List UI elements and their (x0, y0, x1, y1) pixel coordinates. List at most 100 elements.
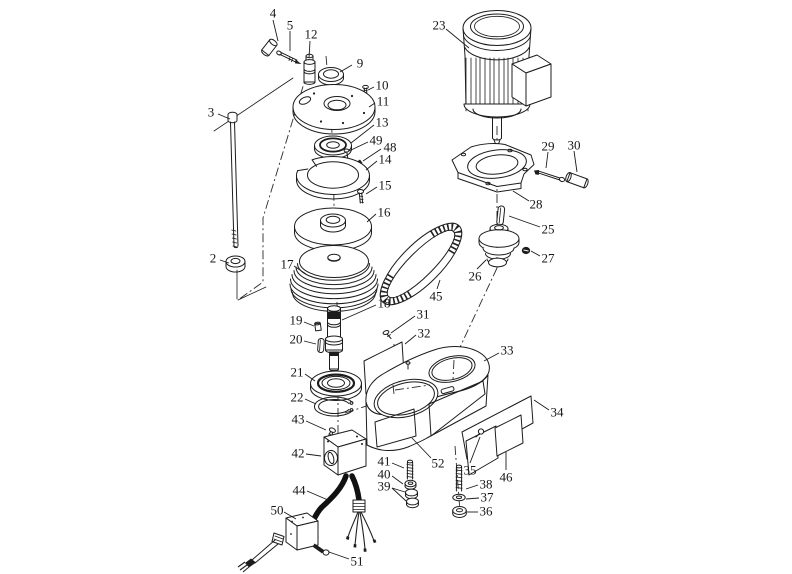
leader-line-10 (368, 87, 374, 90)
part-label-19: 19 (290, 313, 303, 328)
part-18-spindle (326, 306, 343, 377)
part-29-screw (534, 170, 565, 182)
part-39-nuts (406, 489, 419, 508)
part-label-41: 41 (378, 454, 391, 469)
leader-line-2 (220, 260, 229, 263)
part-label-44: 44 (293, 483, 307, 498)
leader-line-31 (391, 316, 415, 333)
part-13-bearing (315, 136, 352, 159)
leader-line-51 (329, 552, 349, 559)
leader-line-45 (437, 280, 440, 289)
part-label-31: 31 (417, 307, 430, 322)
part-4-pin-cap (260, 38, 278, 57)
housing-front-window (375, 409, 416, 447)
part-35-plate (466, 426, 498, 475)
cable-gland (353, 500, 365, 512)
part-label-36: 36 (480, 504, 494, 519)
part-22-snap-ring (314, 397, 352, 416)
part-19-pin (315, 322, 322, 331)
part-15-screw (358, 190, 364, 204)
leader-line-26 (477, 260, 486, 269)
part-label-51: 51 (351, 554, 364, 569)
leader-line-9 (340, 65, 352, 72)
leader-line-4 (273, 20, 278, 41)
part-label-35: 35 (464, 463, 477, 478)
part-label-45: 45 (430, 289, 443, 304)
leader-line-12 (309, 41, 310, 58)
leader-line-11 (369, 103, 375, 107)
part-label-11: 11 (377, 94, 390, 109)
leader-line-21 (305, 374, 315, 381)
leader-line-13 (351, 125, 374, 143)
leader-line-14 (366, 161, 377, 170)
leader-line-48 (363, 149, 381, 161)
leader-line-34 (534, 400, 549, 410)
leader-line-35 (470, 437, 480, 463)
housing-side-window (429, 381, 485, 436)
part-label-37: 37 (481, 490, 495, 505)
part-label-49: 49 (370, 133, 383, 148)
leader-line-49 (349, 142, 368, 151)
part-16-pulley-disc (295, 208, 372, 251)
part-label-26: 26 (469, 269, 483, 284)
part-14-retainer-ring (296, 156, 369, 199)
part-23-motor (463, 11, 551, 146)
leader-line-33 (484, 353, 499, 361)
part-31-screw (383, 330, 391, 339)
leader-line-40 (392, 476, 403, 484)
part-37-washer (453, 494, 465, 500)
part-33-belt-housing (366, 347, 489, 451)
part-25-key (496, 206, 504, 226)
part-label-27: 27 (542, 251, 556, 266)
switch-knob (325, 451, 338, 466)
part-label-5: 5 (287, 18, 294, 33)
part-label-23: 23 (433, 18, 446, 33)
part-label-30: 30 (568, 138, 581, 153)
part-35-screw (476, 429, 484, 437)
part-label-48: 48 (384, 140, 397, 155)
part-label-18: 18 (378, 296, 391, 311)
part-11-cover-disc (293, 85, 375, 135)
leader-line-43 (306, 421, 326, 430)
motor-junction-box (512, 55, 551, 106)
part-9-ring-nut (319, 68, 344, 86)
part-38-stud (456, 465, 462, 491)
part-27-set-screw (521, 246, 531, 255)
plug-fitting (272, 533, 284, 545)
part-label-16: 16 (378, 205, 392, 220)
part-label-34: 34 (551, 405, 565, 420)
part-49-screw (344, 149, 349, 158)
part-label-2: 2 (210, 251, 217, 266)
leader-line-16 (367, 214, 376, 222)
leader-line-52 (412, 438, 431, 458)
part-20-key (317, 338, 324, 352)
part-label-14: 14 (379, 152, 393, 167)
part-21-bearing (311, 371, 362, 401)
part-label-3: 3 (208, 105, 215, 120)
leader-line-39 (392, 488, 406, 501)
leader-line-29 (546, 152, 548, 168)
part-45-v-belt (369, 212, 474, 317)
part-3-long-bolt (228, 112, 238, 247)
leader-line-22 (305, 399, 316, 404)
part-label-4: 4 (270, 6, 277, 21)
part-26-motor-pulley (479, 224, 519, 267)
part-40-nut (405, 480, 416, 489)
leader-line-32 (405, 335, 416, 344)
part-label-32: 32 (418, 326, 431, 341)
leader-line-20 (304, 341, 316, 344)
leader-line-18 (342, 305, 376, 320)
leader-line-50 (284, 512, 296, 519)
part-label-28: 28 (530, 197, 543, 212)
part-label-33: 33 (501, 343, 514, 358)
leader-line-28 (513, 191, 529, 201)
leader-line-42 (306, 454, 321, 456)
part-label-40: 40 (378, 467, 391, 482)
part-label-29: 29 (542, 139, 555, 154)
part-2-hex-nut (226, 256, 245, 272)
part-label-22: 22 (291, 390, 304, 405)
part-label-20: 20 (290, 332, 303, 347)
